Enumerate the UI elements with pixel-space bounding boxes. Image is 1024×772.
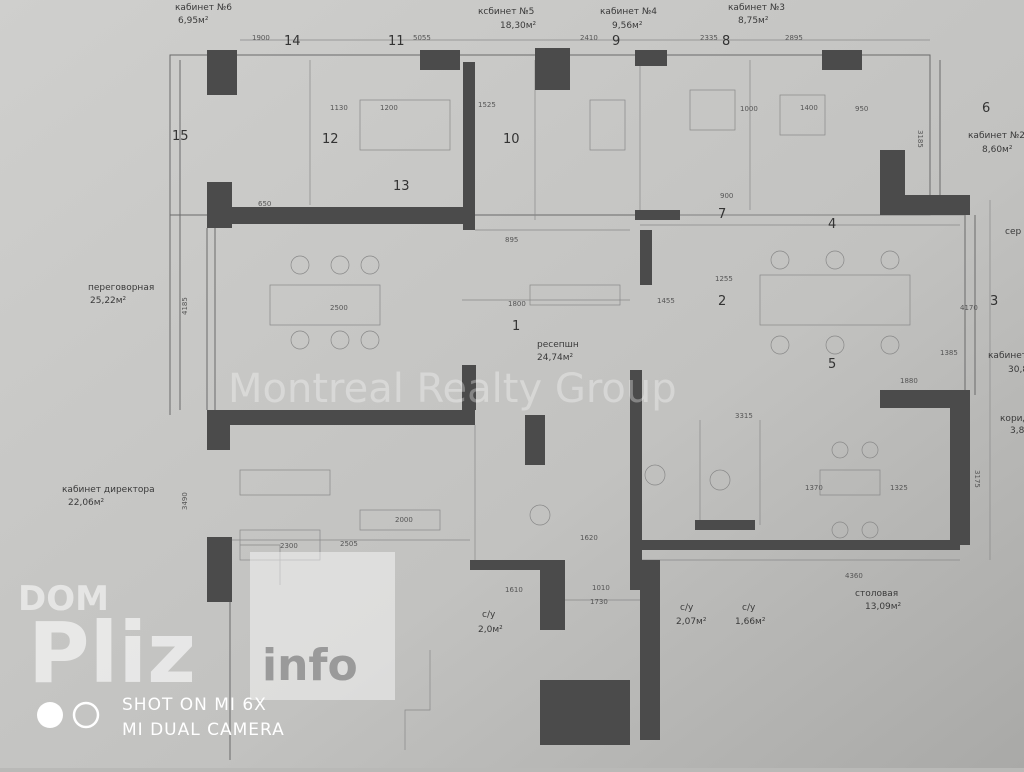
big-office-area: 30,8 bbox=[1008, 365, 1024, 375]
director-office-name: кабинет директора bbox=[62, 485, 155, 495]
meeting-room-name: переговорная bbox=[88, 283, 154, 293]
dim: 1620 bbox=[580, 534, 598, 542]
zone-10: 10 bbox=[503, 132, 520, 147]
dim: 1730 bbox=[590, 598, 608, 606]
camera-stamp-line2: MI DUAL CAMERA bbox=[122, 720, 285, 740]
dim: 2505 bbox=[340, 540, 358, 548]
dim: 1880 bbox=[900, 377, 918, 385]
office6-name: кабинет №6 bbox=[175, 3, 232, 13]
zone-5: 5 bbox=[828, 357, 836, 372]
watermark-info: info bbox=[262, 640, 358, 691]
dim: 1610 bbox=[505, 586, 523, 594]
office2-name: кабинет №2 bbox=[968, 131, 1024, 141]
watermark-text: Montreal Realty Group bbox=[228, 366, 677, 412]
zone-numbers: 1 2 3 4 5 6 7 8 9 10 11 12 13 14 15 bbox=[172, 34, 998, 372]
office5-area: 18,30м² bbox=[500, 21, 537, 31]
zone-12: 12 bbox=[322, 132, 339, 147]
camera-stamp-line1: SHOT ON MI 6X bbox=[122, 695, 267, 715]
dim: 3315 bbox=[735, 412, 753, 420]
zone-13: 13 bbox=[393, 179, 410, 194]
dim: 3185 bbox=[916, 130, 924, 148]
dimension-labels: 1900 5055 2410 2335 2895 1525 1130 1200 … bbox=[181, 34, 981, 606]
dim: 2500 bbox=[330, 304, 348, 312]
dim: 1525 bbox=[478, 101, 496, 109]
dim: 5055 bbox=[413, 34, 431, 42]
wc1-area: 2,0м² bbox=[478, 625, 503, 635]
dim: 1000 bbox=[740, 105, 758, 113]
big-office-name: кабинет bbox=[988, 351, 1024, 361]
dim: 1130 bbox=[330, 104, 348, 112]
wc3-area: 1,66м² bbox=[735, 617, 766, 627]
office5-name: ксбинет №5 bbox=[478, 7, 534, 17]
dim: 2000 bbox=[395, 516, 413, 524]
camera-lens-icon bbox=[72, 701, 100, 729]
dim: 1900 bbox=[252, 34, 270, 42]
office3-area: 8,75м² bbox=[738, 16, 769, 26]
zone-9: 9 bbox=[612, 34, 620, 49]
zone-4: 4 bbox=[828, 217, 836, 232]
dim: 4360 bbox=[845, 572, 863, 580]
office3-name: кабинет №3 bbox=[728, 3, 785, 13]
watermark-pliz: Pliz bbox=[28, 604, 196, 702]
dining-area: 13,09м² bbox=[865, 602, 902, 612]
wc2-name: с/у bbox=[680, 603, 694, 613]
zone-3: 3 bbox=[990, 294, 998, 309]
dim: 4170 bbox=[960, 304, 978, 312]
server-name: сер bbox=[1005, 227, 1021, 237]
reception-name: ресепшн bbox=[537, 340, 579, 350]
dim: 1010 bbox=[592, 584, 610, 592]
dim: 1400 bbox=[800, 104, 818, 112]
dim: 1800 bbox=[508, 300, 526, 308]
zone-8: 8 bbox=[722, 34, 730, 49]
furniture bbox=[239, 89, 911, 750]
director-office-area: 22,06м² bbox=[68, 498, 105, 508]
meeting-room-area: 25,22м² bbox=[90, 296, 127, 306]
dim: 1255 bbox=[715, 275, 733, 283]
wc2-area: 2,07м² bbox=[676, 617, 707, 627]
dim: 2335 bbox=[700, 34, 718, 42]
watermark-dom: DOM bbox=[18, 579, 109, 619]
dim: 2300 bbox=[280, 542, 298, 550]
dim: 4185 bbox=[181, 297, 189, 315]
wc1-name: с/у bbox=[482, 610, 496, 620]
dim: 3490 bbox=[181, 492, 189, 510]
walls bbox=[207, 48, 970, 745]
dining-name: столовая bbox=[855, 589, 898, 599]
dim: 2895 bbox=[785, 34, 803, 42]
office6-area: 6,95м² bbox=[178, 16, 209, 26]
dim: 1385 bbox=[940, 349, 958, 357]
office4-name: кабинет №4 bbox=[600, 7, 657, 17]
wc3-name: с/у bbox=[742, 603, 756, 613]
corridor-name: корид bbox=[1000, 414, 1024, 424]
watermark-box bbox=[250, 552, 395, 700]
camera-lens-icon bbox=[37, 702, 63, 728]
dim: 3175 bbox=[973, 470, 981, 488]
dim: 900 bbox=[720, 192, 733, 200]
office4-area: 9,56м² bbox=[612, 21, 643, 31]
zone-6: 6 bbox=[982, 101, 990, 116]
zone-11: 11 bbox=[388, 34, 405, 49]
zone-14: 14 bbox=[284, 34, 301, 49]
zone-7: 7 bbox=[718, 207, 726, 222]
dim: 1325 bbox=[890, 484, 908, 492]
dim: 1455 bbox=[657, 297, 675, 305]
dim: 650 bbox=[258, 200, 271, 208]
zone-1: 1 bbox=[512, 319, 520, 334]
reception-area: 24,74м² bbox=[537, 353, 574, 363]
zone-2: 2 bbox=[718, 294, 726, 309]
dim: 895 bbox=[505, 236, 518, 244]
dim: 2410 bbox=[580, 34, 598, 42]
corridor-area: 3,8 bbox=[1010, 426, 1024, 436]
room-labels: кабинет №6 6,95м² ксбинет №5 18,30м² каб… bbox=[62, 3, 1024, 635]
dim: 950 bbox=[855, 105, 868, 113]
dim: 1370 bbox=[805, 484, 823, 492]
zone-15: 15 bbox=[172, 129, 189, 144]
dim: 1200 bbox=[380, 104, 398, 112]
office2-area: 8,60м² bbox=[982, 145, 1013, 155]
